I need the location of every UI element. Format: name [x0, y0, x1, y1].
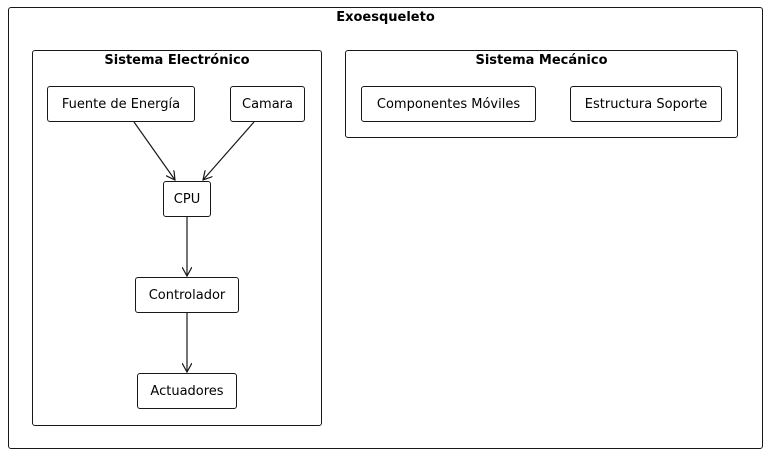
node-componentes-moviles-label: Componentes Móviles — [376, 96, 521, 112]
package-sistema-mecanico-title: Sistema Mecánico — [475, 53, 608, 68]
node-actuadores-label: Actuadores — [150, 383, 224, 399]
node-controlador-label: Controlador — [148, 287, 226, 303]
node-controlador: Controlador — [135, 277, 239, 313]
node-estructura-soporte: Estructura Soporte — [570, 86, 722, 122]
node-estructura-soporte-label: Estructura Soporte — [584, 96, 708, 112]
node-actuadores: Actuadores — [137, 373, 237, 409]
node-cpu: CPU — [163, 181, 211, 217]
node-fuente-de-energia: Fuente de Energía — [47, 86, 195, 122]
node-fuente-de-energia-label: Fuente de Energía — [61, 96, 181, 112]
node-camara: Camara — [230, 86, 305, 122]
package-sistema-electronico-title: Sistema Electrónico — [104, 53, 250, 68]
node-cpu-label: CPU — [173, 191, 201, 207]
node-componentes-moviles: Componentes Móviles — [361, 86, 536, 122]
package-exoesqueleto-title: Exoesqueleto — [336, 10, 435, 25]
node-camara-label: Camara — [242, 96, 293, 112]
